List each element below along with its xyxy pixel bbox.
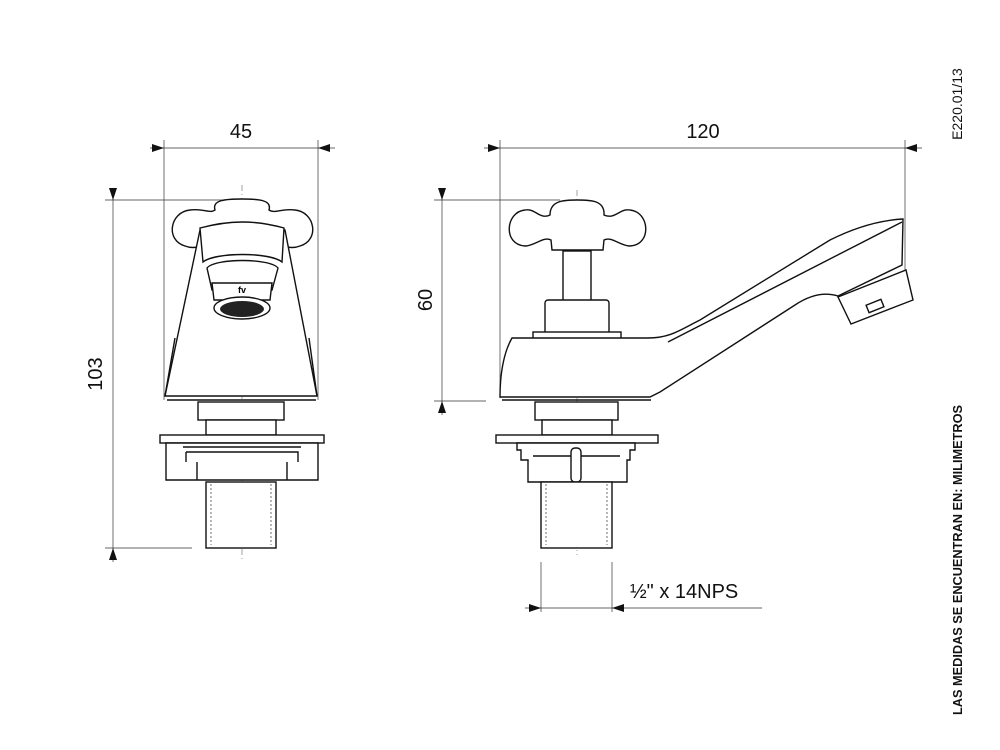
thread-label: ½" x 14NPS <box>630 581 738 603</box>
fv-logo: fv <box>238 285 246 295</box>
dimension-width-45: 45 <box>150 121 335 400</box>
units-note: LAS MEDIDAS SE ENCUENTRAN EN: MILIMETROS <box>950 405 965 715</box>
length-label: 120 <box>686 121 719 143</box>
flange-side <box>495 434 659 444</box>
flange <box>159 434 325 444</box>
height-label: 103 <box>85 357 107 390</box>
aerator-side <box>837 269 914 325</box>
spout-body <box>499 218 904 398</box>
threaded-pipe <box>205 481 277 549</box>
front-view: 45 103 fv <box>85 121 335 562</box>
side-view: 120 60 <box>415 121 922 612</box>
stem <box>562 250 592 302</box>
threaded-pipe-side <box>540 481 613 549</box>
dimension-length-120: 120 <box>484 121 922 398</box>
dimension-height-103: 103 <box>85 188 225 562</box>
dimension-height-60: 60 <box>415 188 560 415</box>
drawing-code: E220.01/13 <box>949 68 965 140</box>
dimension-thread: ½" x 14NPS <box>525 562 762 612</box>
width-label: 45 <box>230 121 252 143</box>
height-label-60: 60 <box>415 289 437 311</box>
cross-handle-side <box>508 199 647 251</box>
lock-nut <box>165 442 319 481</box>
